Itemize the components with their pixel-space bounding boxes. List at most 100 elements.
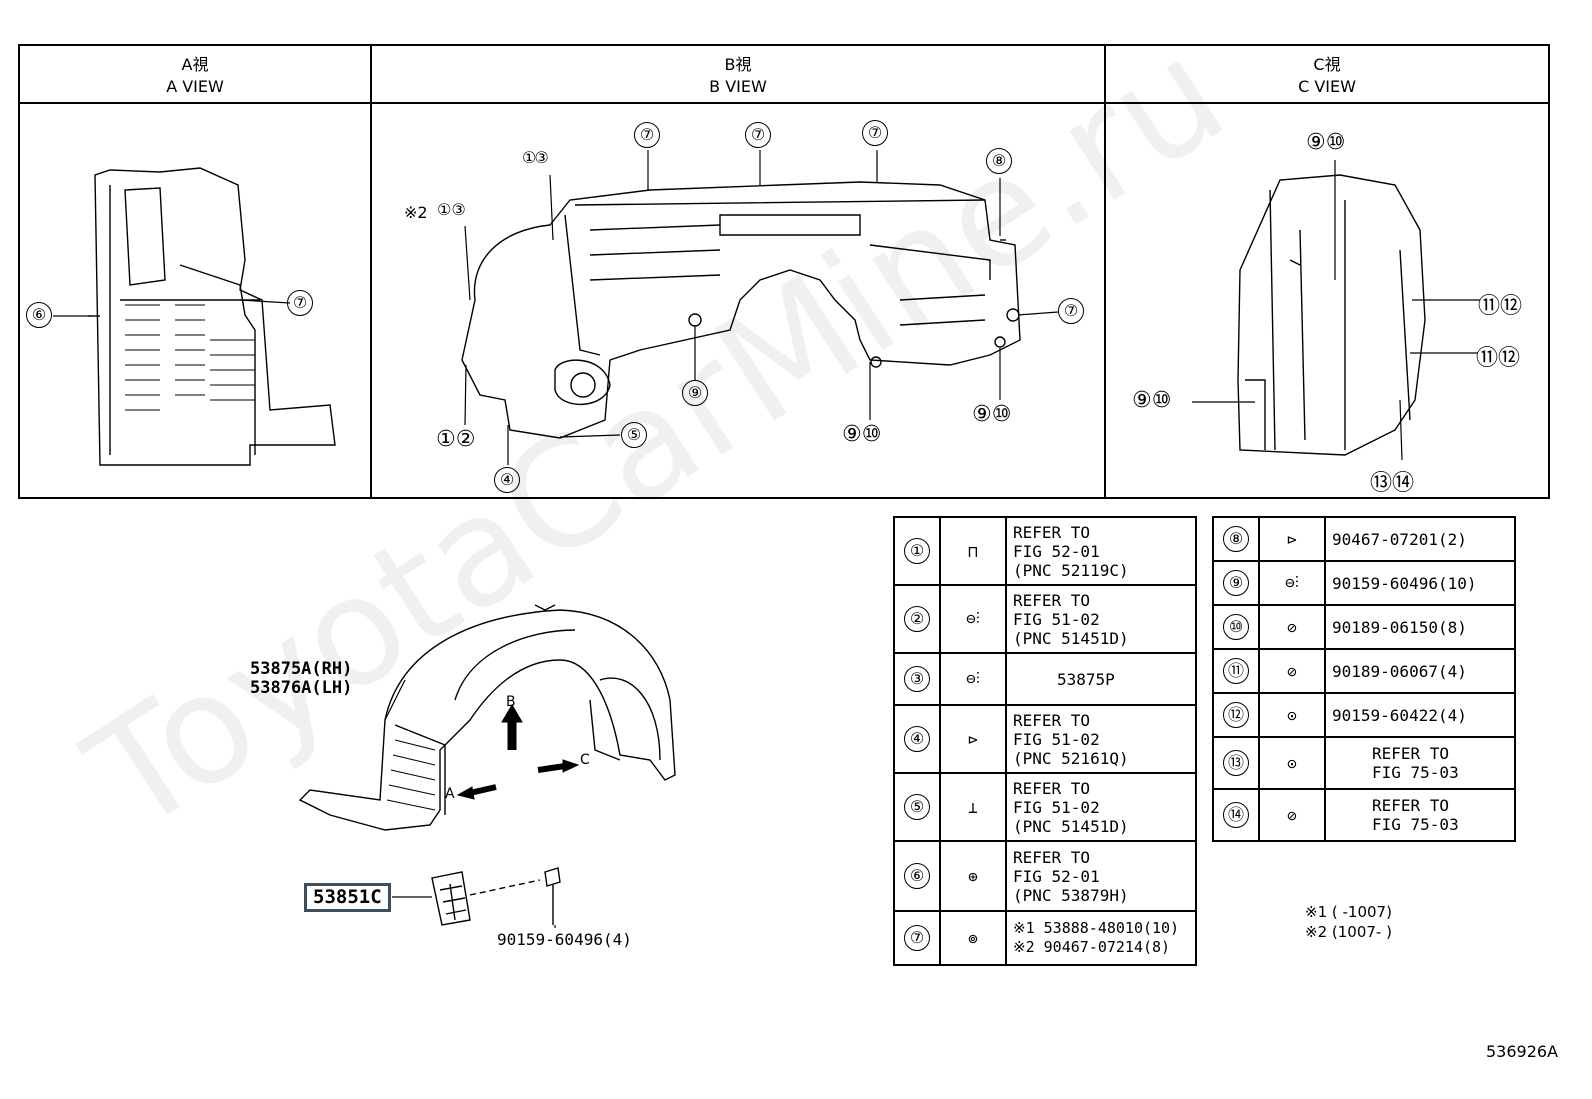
row-text[interactable]: REFER TO FIG 51-02 (PNC 51451D) bbox=[1005, 772, 1197, 842]
view-b-jp: B視 bbox=[724, 55, 752, 74]
clip-icon: ⊳ bbox=[939, 704, 1007, 774]
table-row: ⑪ ⊘ 90189-06067(4) bbox=[1212, 648, 1516, 694]
callout-b-4: ④ bbox=[494, 467, 520, 493]
row-number: ③ bbox=[893, 652, 941, 706]
part-53851c-label[interactable]: 53851C bbox=[304, 883, 391, 912]
clip-icon: ⊳ bbox=[1258, 516, 1326, 562]
view-b-en: B VIEW bbox=[709, 77, 767, 96]
small-part-drawing bbox=[431, 867, 561, 926]
leader-lines bbox=[53, 150, 1480, 928]
view-a-en: A VIEW bbox=[166, 77, 224, 96]
nut-icon: ⊘ bbox=[1258, 788, 1326, 842]
arrow-b-label: B bbox=[506, 694, 516, 710]
table-row: ⑩ ⊘ 90189-06150(8) bbox=[1212, 604, 1516, 650]
screw-icon: ⊖⫶ bbox=[939, 652, 1007, 706]
table-row: ⑭ ⊘ REFER TO FIG 75-03 bbox=[1212, 788, 1516, 842]
view-b-column: B視 B VIEW bbox=[372, 46, 1106, 497]
row-text[interactable]: REFER TO FIG 75-03 bbox=[1324, 788, 1516, 842]
view-a-drawing bbox=[88, 167, 336, 466]
row-text[interactable]: 90189-06067(4) bbox=[1324, 648, 1516, 694]
row-number: ② bbox=[893, 584, 941, 654]
callout-b-910-a: ⑨⑩ bbox=[842, 422, 882, 447]
view-c-en: C VIEW bbox=[1298, 77, 1356, 96]
callout-b-5: ⑤ bbox=[621, 422, 647, 448]
bolt-label[interactable]: 90159-60496(4) bbox=[497, 930, 632, 949]
row-number: ⑤ bbox=[893, 772, 941, 842]
callout-b-7-right: ⑦ bbox=[1058, 298, 1084, 324]
table-row: ⑫ ⊙ 90159-60422(4) bbox=[1212, 692, 1516, 738]
table-row: ⑥ ⊕ REFER TO FIG 52-01 (PNC 53879H) bbox=[893, 840, 1197, 912]
note-1: ※1 ( -1007) bbox=[1305, 903, 1392, 921]
callout-b-910-b: ⑨⑩ bbox=[972, 402, 1012, 427]
view-c-column: C視 C VIEW bbox=[1106, 46, 1548, 497]
callout-c-1112-a: ⑪⑫ bbox=[1478, 294, 1523, 319]
view-a-header: A視 A VIEW bbox=[20, 46, 370, 104]
callout-b-13-top: ①③ bbox=[522, 148, 549, 167]
table-row: ② ⊖⫶ REFER TO FIG 51-02 (PNC 51451D) bbox=[893, 584, 1197, 654]
callout-a-6: ⑥ bbox=[26, 302, 52, 328]
fender-liner-label[interactable]: 53875A(RH) 53876A(LH) bbox=[250, 659, 353, 698]
clip-icon: ⊚ bbox=[939, 910, 1007, 966]
row-number: ⑫ bbox=[1212, 692, 1260, 738]
callout-b-12: ①② bbox=[436, 427, 476, 452]
screw-icon: ⊙ bbox=[1258, 692, 1326, 738]
callout-a-7: ⑦ bbox=[287, 290, 313, 316]
screw-icon: ⊖⫶ bbox=[1258, 560, 1326, 606]
callout-b-star: ※2 bbox=[404, 203, 428, 222]
row-number: ⑩ bbox=[1212, 604, 1260, 650]
row-text[interactable]: ※1 53888-48010(10) ※2 90467-07214(8) bbox=[1005, 910, 1197, 966]
note-2: ※2 (1007- ) bbox=[1305, 923, 1392, 941]
view-a-jp: A視 bbox=[181, 55, 209, 74]
table-row: ⑧ ⊳ 90467-07201(2) bbox=[1212, 516, 1516, 562]
table-row: ① ⊓ REFER TO FIG 52-01 (PNC 52119C) bbox=[893, 516, 1197, 586]
callout-c-910-top: ⑨⑩ bbox=[1306, 130, 1346, 155]
view-c-drawing bbox=[1237, 174, 1426, 456]
row-number: ⑨ bbox=[1212, 560, 1260, 606]
row-text[interactable]: REFER TO FIG 51-02 (PNC 51451D) bbox=[1005, 584, 1197, 654]
row-text[interactable]: REFER TO FIG 52-01 (PNC 53879H) bbox=[1005, 840, 1197, 912]
row-text[interactable]: 90159-60422(4) bbox=[1324, 692, 1516, 738]
row-number: ① bbox=[893, 516, 941, 586]
table-row: ⑦ ⊚ ※1 53888-48010(10) ※2 90467-07214(8) bbox=[893, 910, 1197, 966]
nut-icon: ⊘ bbox=[1258, 648, 1326, 694]
screw-icon: ⊖⫶ bbox=[939, 584, 1007, 654]
row-number: ⑥ bbox=[893, 840, 941, 912]
callout-b-13-left: ①③ bbox=[437, 200, 466, 219]
view-a-column: A視 A VIEW bbox=[20, 46, 372, 497]
table-row: ⑤ ⊥ REFER TO FIG 51-02 (PNC 51451D) bbox=[893, 772, 1197, 842]
callout-b-7-1: ⑦ bbox=[634, 122, 660, 148]
row-number: ⑬ bbox=[1212, 736, 1260, 790]
row-text[interactable]: 53875P bbox=[1005, 652, 1197, 706]
parts-table-right: ⑧ ⊳ 90467-07201(2) ⑨ ⊖⫶ 90159-60496(10) … bbox=[1212, 516, 1516, 842]
screw-icon: ⊙ bbox=[1258, 736, 1326, 790]
parts-table-left: ① ⊓ REFER TO FIG 52-01 (PNC 52119C) ② ⊖⫶… bbox=[893, 516, 1197, 966]
view-b-drawing bbox=[461, 181, 1021, 439]
clip-icon: ⊕ bbox=[939, 840, 1007, 912]
nut-icon: ⊘ bbox=[1258, 604, 1326, 650]
arrow-c-label: C bbox=[580, 752, 590, 768]
row-number: ④ bbox=[893, 704, 941, 774]
callout-c-1314: ⑬⑭ bbox=[1370, 471, 1415, 496]
callout-b-7-3: ⑦ bbox=[862, 120, 888, 146]
row-number: ⑦ bbox=[893, 910, 941, 966]
arrow-a-label: A bbox=[445, 786, 455, 802]
row-text[interactable]: REFER TO FIG 75-03 bbox=[1324, 736, 1516, 790]
views-panel: A視 A VIEW B視 B VIEW C視 C VIEW bbox=[18, 44, 1550, 499]
callout-b-9: ⑨ bbox=[682, 380, 708, 406]
row-text[interactable]: 90159-60496(10) bbox=[1324, 560, 1516, 606]
table-row: ④ ⊳ REFER TO FIG 51-02 (PNC 52161Q) bbox=[893, 704, 1197, 774]
bolt-icon: ⊥ bbox=[939, 772, 1007, 842]
fender-liner-drawing bbox=[298, 604, 676, 831]
view-c-header: C視 C VIEW bbox=[1106, 46, 1548, 104]
view-c-jp: C視 bbox=[1313, 55, 1341, 74]
callout-c-1112-b: ⑪⑫ bbox=[1476, 346, 1521, 371]
row-text[interactable]: REFER TO FIG 51-02 (PNC 52161Q) bbox=[1005, 704, 1197, 774]
row-number: ⑪ bbox=[1212, 648, 1260, 694]
table-row: ③ ⊖⫶ 53875P bbox=[893, 652, 1197, 706]
callout-c-910-left: ⑨⑩ bbox=[1132, 388, 1172, 413]
row-text[interactable]: 90189-06150(8) bbox=[1324, 604, 1516, 650]
row-number: ⑧ bbox=[1212, 516, 1260, 562]
row-text[interactable]: 90467-07201(2) bbox=[1324, 516, 1516, 562]
row-text[interactable]: REFER TO FIG 52-01 (PNC 52119C) bbox=[1005, 516, 1197, 586]
